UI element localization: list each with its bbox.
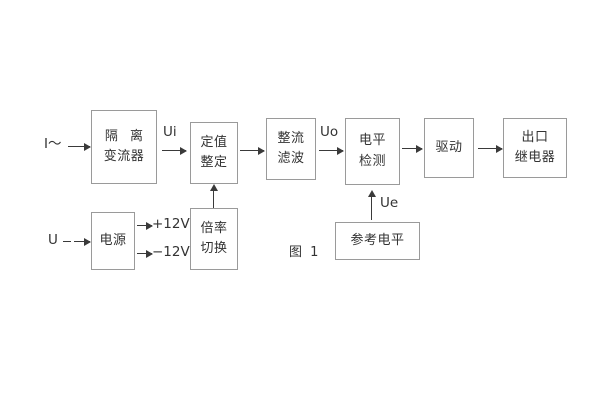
signal-label-pos12: +12V: [152, 216, 190, 232]
block-output-relay: 出口 继电器: [503, 118, 567, 178]
arrow-rectify-to-level-detect: [319, 146, 344, 155]
arrow-ratio-switch-to-setting: [209, 184, 218, 208]
block-setting-line1: 定值: [200, 134, 228, 150]
arrow-power-supply-neg12: [137, 249, 153, 258]
block-output-relay-line2: 继电器: [514, 150, 556, 165]
arrow-power-supply-pos12: [137, 221, 153, 230]
block-output-relay-line1: 出口: [521, 129, 549, 145]
arrow-reference-level-to-level-detect: [367, 190, 376, 220]
arrow-setting-to-rectify: [240, 146, 265, 155]
arrow-level-detect-to-drive: [402, 144, 423, 153]
block-isolation-ct-line2: 变流器: [103, 149, 145, 164]
signal-label-uo: Uo: [320, 124, 339, 140]
block-ratio-switch-line1: 倍率: [200, 220, 228, 236]
arrow-drive-to-output-relay: [478, 144, 503, 153]
block-level-detect-line2: 检测: [358, 153, 386, 169]
block-rectify-filter-line1: 整流: [277, 130, 305, 146]
block-drive: 驱动: [424, 118, 474, 178]
block-ratio-switch-line2: 切换: [200, 241, 228, 256]
block-setting: 定值 整定: [190, 122, 238, 184]
block-power-supply: 电源: [91, 212, 135, 270]
signal-label-neg12: −12V: [152, 244, 190, 260]
arrow-voltage-to-power-supply: [74, 237, 91, 246]
block-isolation-ct-line1: 隔 离: [104, 128, 148, 144]
block-rectify-filter-line2: 滤波: [277, 151, 305, 166]
connector-voltage-dash: [63, 241, 71, 242]
block-isolation-ct: 隔 离 变流器: [91, 110, 157, 184]
figure-caption: 图 1: [289, 245, 321, 260]
input-label-current: I～: [44, 136, 62, 152]
signal-label-ui: Ui: [163, 124, 177, 140]
block-rectify-filter: 整流 滤波: [266, 118, 316, 180]
block-ratio-switch: 倍率 切换: [190, 208, 238, 270]
arrow-current-to-isolation-ct: [68, 142, 91, 151]
block-reference-level-line1: 参考电平: [350, 232, 405, 248]
block-level-detect: 电平 检测: [345, 118, 400, 185]
input-label-voltage: U: [48, 232, 58, 248]
block-level-detect-line1: 电平: [358, 133, 386, 149]
block-power-supply-line1: 电源: [99, 232, 127, 248]
block-reference-level: 参考电平: [335, 222, 420, 260]
block-drive-line1: 驱动: [435, 139, 463, 155]
arrow-isolation-ct-to-setting: [162, 146, 187, 155]
block-setting-line2: 整定: [200, 155, 228, 170]
signal-label-ue: Ue: [380, 195, 399, 211]
